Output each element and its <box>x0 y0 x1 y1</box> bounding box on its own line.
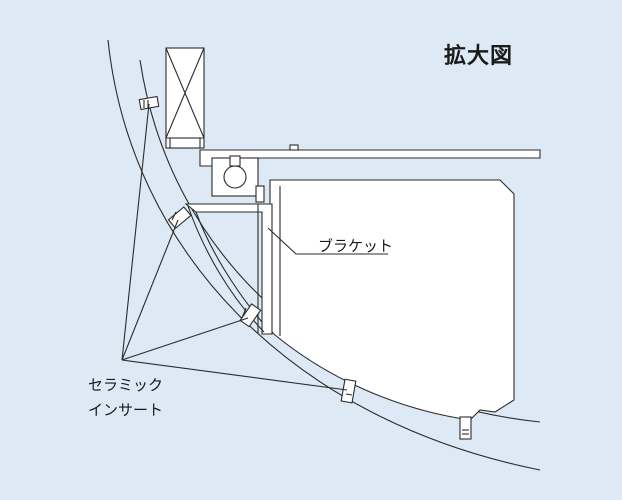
column-base <box>169 137 201 149</box>
outer-shell-arc <box>107 39 541 471</box>
ceramic-insert-3 <box>239 303 262 328</box>
ceramic-insert-label-line2: インサート <box>88 401 164 419</box>
ceramic-insert-5 <box>459 416 472 440</box>
ceramic-insert-label-line1: セラミック <box>88 376 164 394</box>
vertical-column <box>165 47 205 149</box>
clamp-stem <box>255 185 265 203</box>
ceramic-insert-leader-lines <box>121 103 348 391</box>
beam-bolt <box>289 144 299 151</box>
clamp-hole <box>223 165 247 189</box>
right-panel <box>269 179 515 421</box>
ceramic-insert-2 <box>167 206 192 230</box>
bracket-label: ブラケット <box>318 237 394 255</box>
bracket-leader-line <box>267 227 388 255</box>
ceramic-insert-1 <box>138 95 160 111</box>
ceramic-insert-4 <box>340 378 357 404</box>
page-title: 拡大図 <box>444 44 514 69</box>
